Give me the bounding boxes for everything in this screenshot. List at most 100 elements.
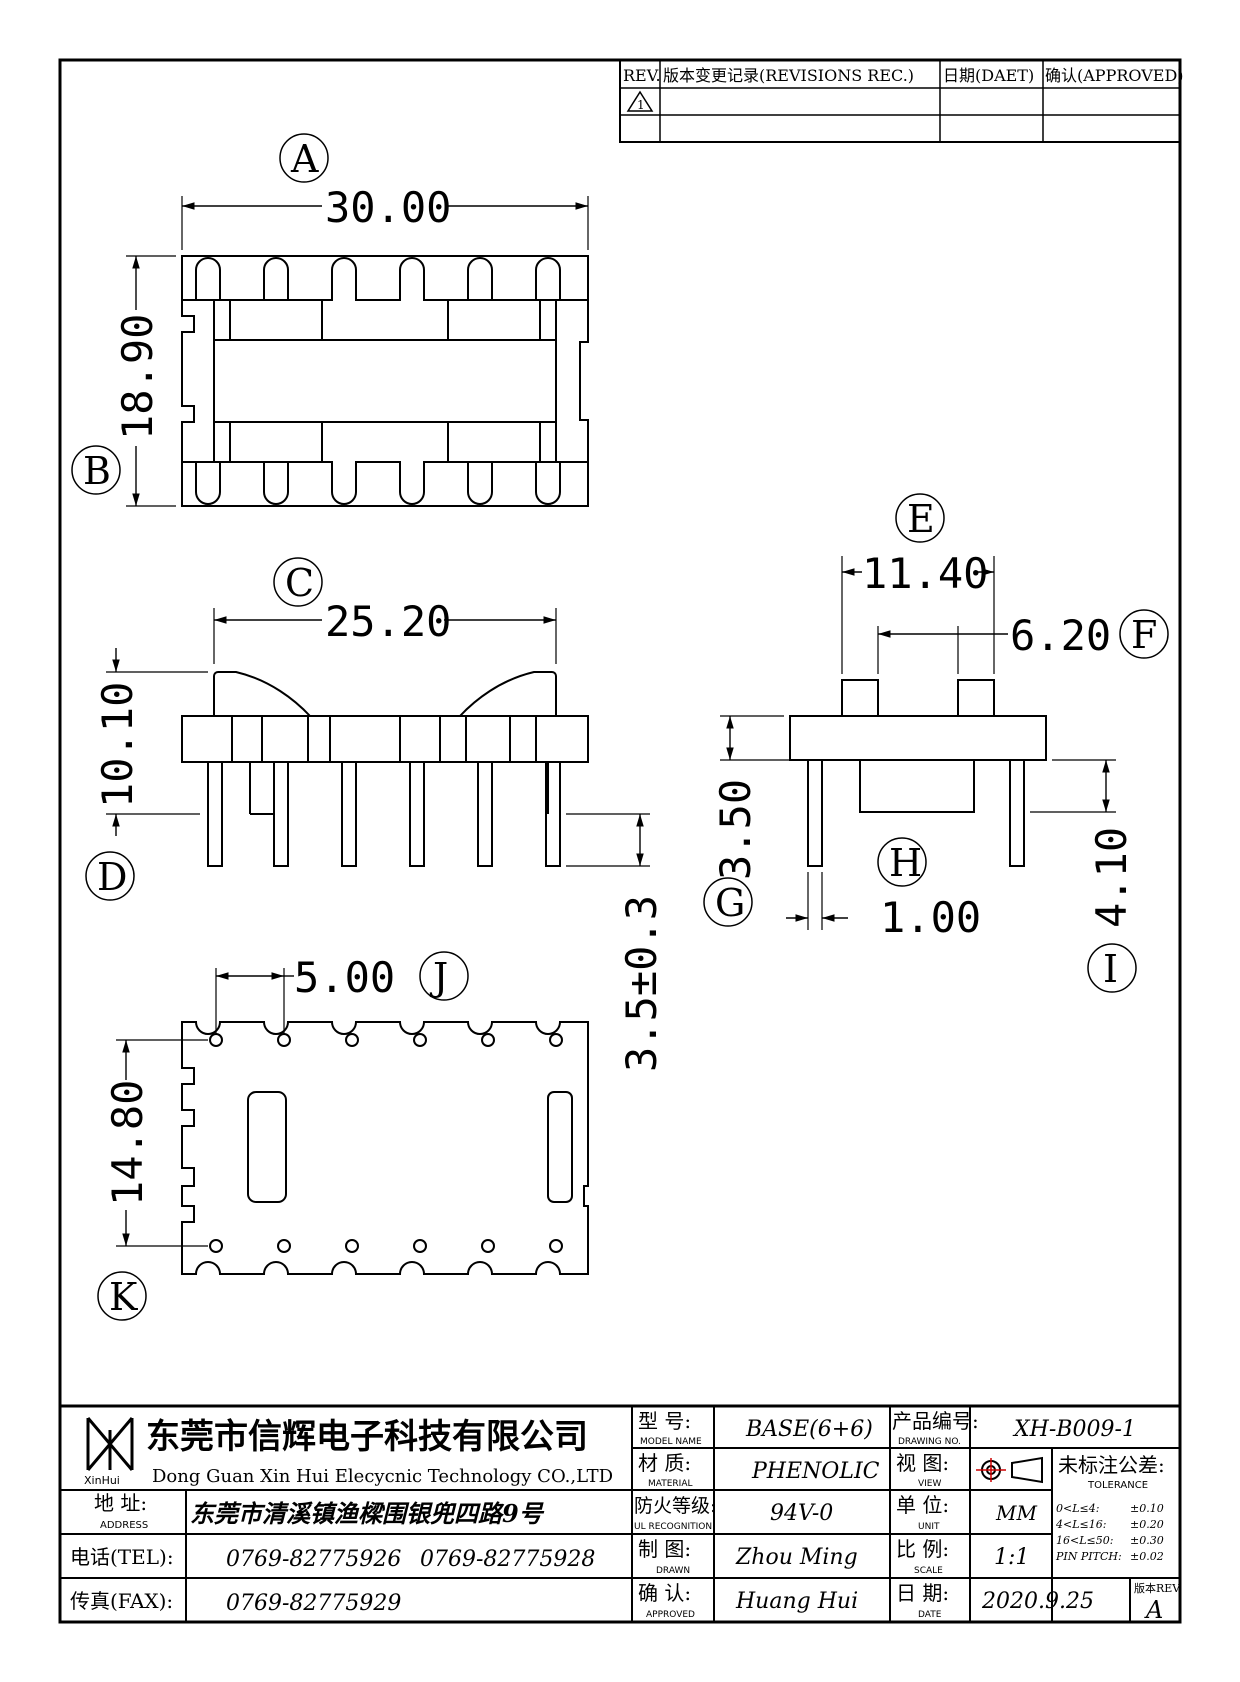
tolerance-2-value: ±0.20	[1130, 1518, 1164, 1531]
label-h: H	[889, 841, 922, 885]
rev-record-header: 版本变更记录(REVISIONS REC.)	[663, 66, 914, 85]
rev-value: A	[1144, 1596, 1163, 1624]
label-b-circle	[71, 445, 121, 495]
tel-label: 电话(TEL):	[70, 1545, 174, 1569]
label-i-circle	[1087, 943, 1137, 993]
unit-value: MM	[995, 1501, 1037, 1525]
drawing-no-value: XH-B009-1	[1012, 1417, 1136, 1442]
label-g: G	[715, 881, 745, 925]
tolerance-label-en: TOLERANCE	[1087, 1480, 1148, 1491]
label-f: F	[1131, 613, 1157, 657]
tolerance-1: 0<L≤4:	[1056, 1502, 1099, 1515]
material-label: 材 质:	[638, 1451, 691, 1475]
dim-f: 6.20	[1010, 611, 1111, 660]
view-label-en: VIEW	[918, 1479, 941, 1489]
tolerance-4: PIN PITCH:	[1055, 1550, 1122, 1563]
revision-table: REV. 版本变更记录(REVISIONS REC.) 日期(DAET) 确认(…	[619, 59, 1184, 143]
material-label-en: MATERIAL	[648, 1479, 693, 1489]
drawn-label: 制 图:	[638, 1537, 691, 1561]
dim-top-height: 18.90	[113, 314, 162, 440]
label-g-circle	[703, 877, 753, 927]
tolerance-label: 未标注公差:	[1058, 1453, 1165, 1477]
drawn-value: Zhou Ming	[735, 1545, 858, 1570]
scale-label-en: SCALE	[914, 1566, 943, 1576]
address-label-en: ADDRESS	[100, 1520, 148, 1531]
tolerance-3-value: ±0.30	[1130, 1534, 1164, 1547]
label-a: A	[290, 137, 319, 181]
date-label: 日 期:	[896, 1581, 949, 1605]
sheet-border	[58, 58, 1182, 1624]
unit-label: 单 位:	[896, 1493, 949, 1517]
rev-date-header: 日期(DAET)	[943, 66, 1034, 85]
company-name-en: Dong Guan Xin Hui Elecycnic Technology C…	[152, 1466, 613, 1487]
rev-label: 版本REV.	[1134, 1581, 1182, 1595]
top-view	[126, 196, 589, 507]
label-a-circle	[279, 133, 329, 183]
label-b: B	[83, 449, 111, 493]
dim-j: 5.00	[294, 953, 395, 1002]
label-k-circle	[97, 1271, 147, 1321]
dim-i: 4.10	[1087, 827, 1136, 928]
label-d-circle	[85, 851, 135, 901]
rev-mark: 1	[637, 98, 645, 112]
fax-label: 传真(FAX):	[70, 1589, 173, 1613]
revision-triangle-icon	[626, 90, 654, 112]
unit-label-en: UNIT	[918, 1522, 940, 1532]
drawn-label-en: DRAWN	[656, 1566, 690, 1576]
model-value: BASE(6+6)	[745, 1417, 873, 1442]
tel-2: 0769-82775928	[420, 1547, 595, 1572]
tolerance-4-value: ±0.02	[1130, 1550, 1164, 1563]
approved-label: 确 认:	[638, 1581, 691, 1605]
view-label: 视 图:	[896, 1451, 949, 1475]
approved-label-en: APPROVED	[646, 1610, 695, 1620]
side-view	[720, 556, 1116, 930]
dim-top-width: 30.00	[325, 183, 451, 232]
tel-1: 0769-82775926	[226, 1547, 401, 1572]
label-i: I	[1103, 947, 1118, 991]
dim-front-width: 25.20	[325, 597, 451, 646]
label-j-circle	[419, 951, 469, 1001]
dim-g: 3.50	[711, 779, 760, 880]
model-label: 型 号:	[638, 1409, 691, 1433]
company-logo	[86, 1417, 134, 1471]
label-e: E	[907, 497, 935, 541]
ul-label: 防火等级:	[634, 1495, 716, 1517]
label-f-circle	[1119, 609, 1169, 659]
scale-label: 比 例:	[896, 1537, 949, 1561]
address-label: 地 址:	[94, 1491, 147, 1515]
rev-approved-header: 确认(APPROVED)	[1045, 66, 1184, 85]
approved-value: Huang Hui	[735, 1589, 858, 1614]
bottom-view	[116, 968, 589, 1275]
dim-k: 14.80	[103, 1080, 152, 1206]
projection-symbol-icon	[976, 1456, 1043, 1484]
label-d: D	[97, 855, 127, 899]
rev-header: REV.	[623, 66, 661, 85]
company-name-cn: 东莞市信辉电子科技有限公司	[146, 1417, 588, 1457]
label-e-circle	[895, 493, 945, 543]
drawing-no-label: 产品编号:	[892, 1409, 979, 1433]
tolerance-2: 4<L≤16:	[1055, 1518, 1106, 1531]
label-k: K	[109, 1275, 138, 1319]
date-label-en: DATE	[918, 1610, 942, 1620]
model-label-en: MODEL NAME	[640, 1437, 702, 1447]
dim-h: 1.00	[880, 893, 981, 942]
label-c-circle	[273, 557, 323, 607]
tolerance-1-value: ±0.10	[1130, 1502, 1164, 1515]
dim-e: 11.40	[862, 549, 988, 598]
title-block	[60, 1404, 1180, 1622]
tolerance-3: 16<L≤50:	[1056, 1534, 1113, 1547]
ul-value: 94V-0	[770, 1501, 833, 1526]
front-view	[106, 608, 650, 867]
logo-text: XinHui	[84, 1474, 120, 1487]
dim-front-height: 10.10	[93, 682, 142, 808]
fax-value: 0769-82775929	[226, 1591, 401, 1616]
address-value: 东莞市清溪镇渔樑围银兜四路9号	[190, 1499, 545, 1528]
dim-pin-length: 3.5±0.3	[617, 895, 666, 1072]
label-c: C	[285, 561, 314, 605]
drawing-no-label-en: DRAWING NO.	[898, 1437, 961, 1447]
ul-label-en: UL RECOGNITION	[634, 1522, 712, 1532]
scale-value: 1:1	[994, 1545, 1029, 1570]
date-value: 2020.9.25	[981, 1589, 1094, 1614]
label-j: J	[429, 955, 448, 999]
